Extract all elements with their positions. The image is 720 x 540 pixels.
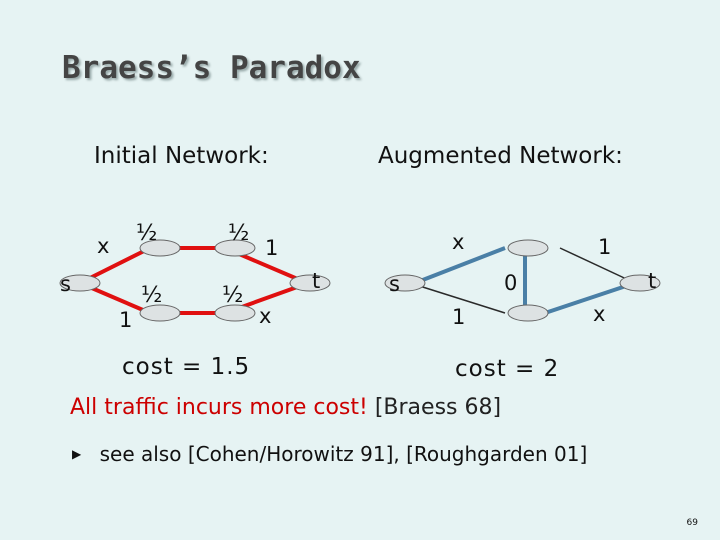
initial-label-t: t xyxy=(312,269,320,293)
initial-label-top-right: 1 xyxy=(265,236,278,260)
initial-label-top-right-half: ½ xyxy=(228,221,249,246)
main-citation: [Braess 68] xyxy=(374,395,502,420)
augmented-label-top-right: 1 xyxy=(598,235,611,259)
initial-node-bottom-right xyxy=(214,304,256,322)
augmented-node-t xyxy=(619,274,661,292)
augmented-label-middle: 0 xyxy=(504,271,517,295)
initial-network-heading: Initial Network: xyxy=(94,143,269,169)
initial-node-top-left xyxy=(139,239,181,257)
initial-label-top-left: x xyxy=(97,234,109,258)
initial-label-bottom-right-half: ½ xyxy=(222,283,243,308)
initial-label-top-left-half: ½ xyxy=(136,221,157,246)
augmented-network-heading: Augmented Network: xyxy=(378,143,623,169)
augmented-label-bottom-right: x xyxy=(593,302,605,326)
initial-node-top-right xyxy=(214,239,256,257)
augmented-edge-s-w xyxy=(409,282,506,314)
initial-label-bottom-left-half: ½ xyxy=(141,283,162,308)
augmented-node-s xyxy=(384,274,426,292)
augmented-node-top xyxy=(507,239,549,257)
bullet-item: ▶ see also [Cohen/Horowitz 91], [Roughga… xyxy=(72,442,587,466)
main-highlight: All traffic incurs more cost! xyxy=(70,395,368,420)
initial-network: s t ½ ½ ½ ½ x 1 1 x xyxy=(59,221,331,332)
bullet-prefix: see also xyxy=(99,442,182,466)
slide-title: Braess’s Paradox xyxy=(62,50,361,86)
bullet-refs: [Cohen/Horowitz 91], [Roughgarden 01] xyxy=(187,442,588,466)
augmented-label-t: t xyxy=(648,269,656,293)
augmented-edge-s-v xyxy=(414,246,506,285)
initial-node-t xyxy=(289,274,331,292)
initial-label-bottom-left: 1 xyxy=(119,308,132,332)
augmented-label-top-left: x xyxy=(452,230,464,254)
initial-label-bottom-right: x xyxy=(259,304,271,328)
initial-node-bottom-left xyxy=(139,304,181,322)
initial-node-s xyxy=(59,274,101,292)
augmented-cost: cost = 2 xyxy=(455,356,560,382)
augmented-network: s t x 1 0 1 x xyxy=(384,230,661,329)
augmented-edge-w-t xyxy=(544,281,636,315)
main-statement: All traffic incurs more cost! [Braess 68… xyxy=(70,395,501,420)
augmented-label-bottom-left: 1 xyxy=(452,305,465,329)
augmented-label-s: s xyxy=(389,272,400,296)
augmented-node-bottom xyxy=(507,304,549,322)
initial-cost: cost = 1.5 xyxy=(122,354,251,380)
augmented-edge-v-t xyxy=(559,247,636,284)
bullet-arrow-icon: ▶ xyxy=(72,447,82,461)
page-number: 69 xyxy=(686,518,698,528)
initial-label-s: s xyxy=(60,272,71,296)
